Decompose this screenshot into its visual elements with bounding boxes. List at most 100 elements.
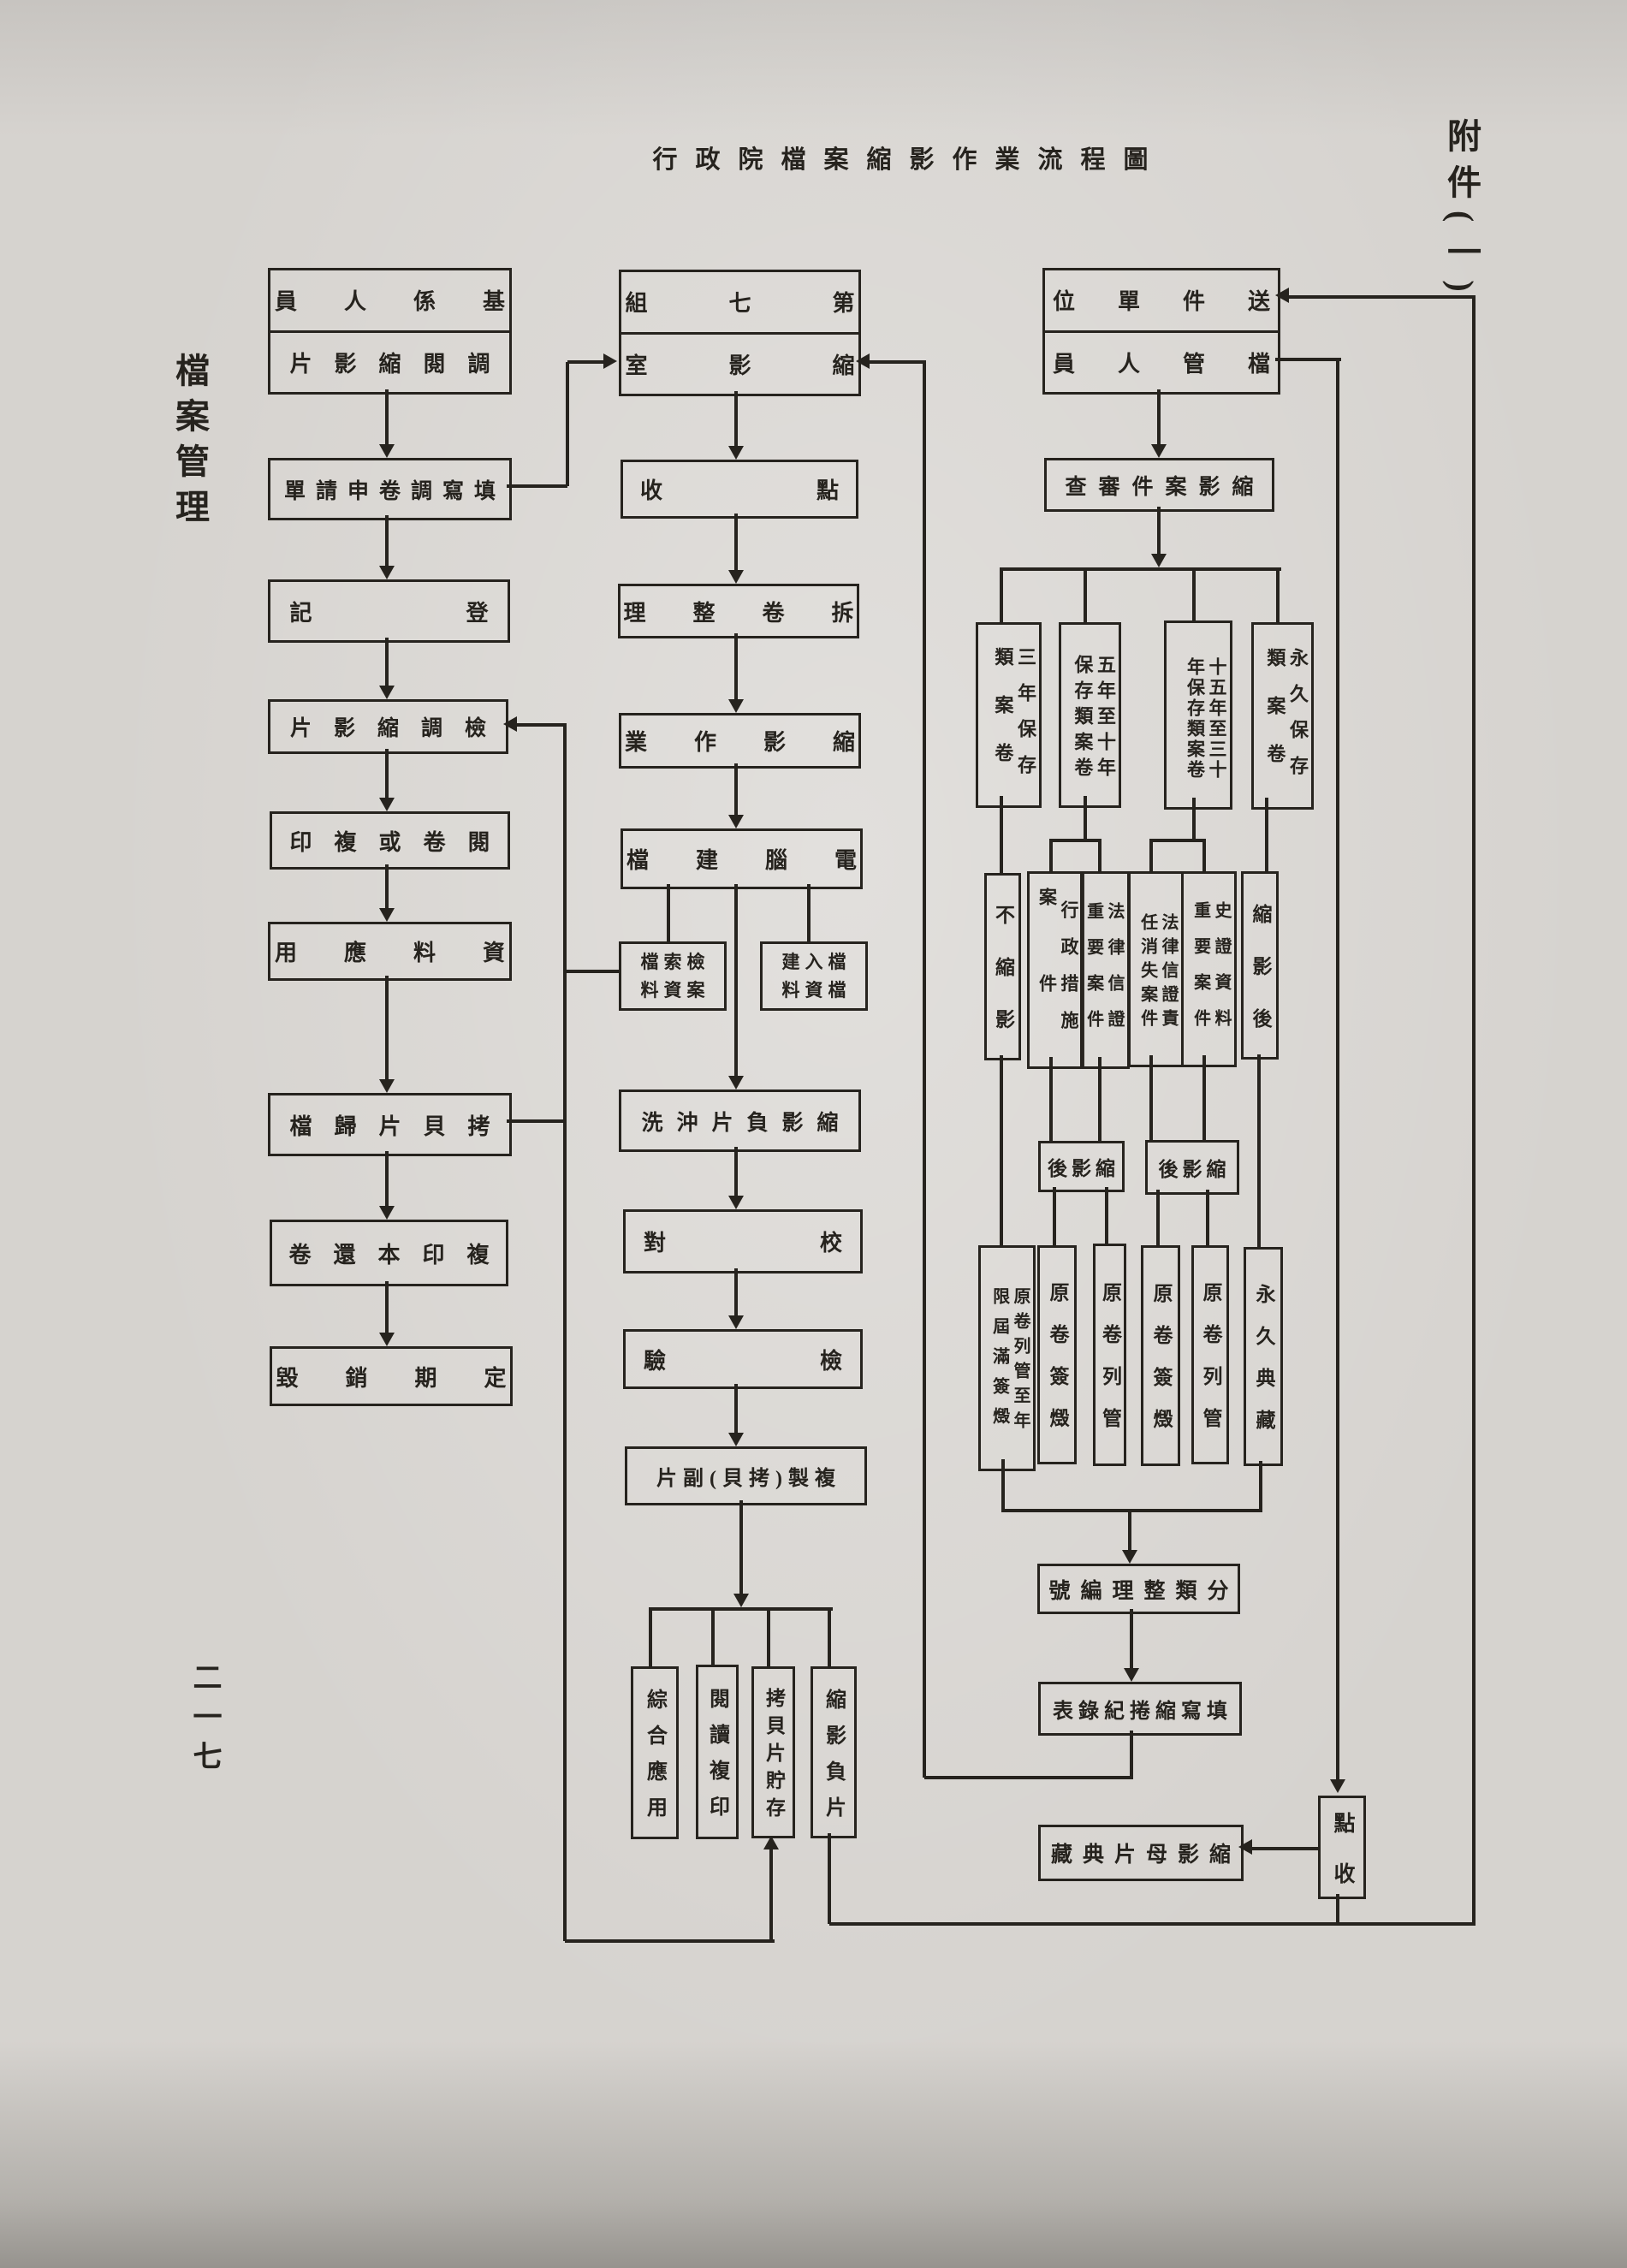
flow-line [1000, 567, 1003, 622]
box-computer-filing: 檔建腦電 [621, 828, 863, 889]
flow-line [924, 1776, 1133, 1779]
box-row: 組七第 [625, 291, 936, 317]
flow-line [767, 1607, 770, 1666]
box-row: 片影縮閱調 [270, 330, 509, 393]
arrow-left-icon [503, 716, 517, 732]
arrow-down-icon [728, 1433, 744, 1446]
flow-line [385, 1281, 389, 1333]
arrow-down-icon [728, 570, 744, 584]
box-after-microfilming-vertical: 縮影後 [1241, 871, 1279, 1060]
box-seventh-section-microfilm-room: 組七第 室影縮 [619, 270, 861, 396]
box-row: 室影縮 [621, 331, 858, 395]
arrow-down-icon [1330, 1779, 1345, 1793]
flow-line [807, 884, 811, 941]
arrow-down-icon [379, 686, 395, 699]
box-copy-return: 卷還本印複 [270, 1220, 508, 1286]
arrow-right-icon [603, 353, 617, 369]
arrow-down-icon [1151, 554, 1167, 567]
flow-line [1098, 839, 1101, 871]
box-sending-unit-archive-staff: 位單件送 員人管檔 [1042, 268, 1280, 395]
flow-line [739, 1500, 743, 1597]
flow-line [829, 1922, 1476, 1926]
flow-line [1206, 1190, 1209, 1245]
arrow-down-icon [728, 815, 744, 828]
flow-line [385, 749, 389, 798]
box-original-kept-2: 原卷列管 [1191, 1245, 1229, 1464]
box-read-or-copy: 印複或卷閱 [270, 811, 510, 870]
box-admin-measure-cases: 行政措施 案件 [1027, 871, 1084, 1069]
box-no-microfilm: 不縮影 [984, 873, 1021, 1061]
flow-line [734, 633, 738, 699]
flow-line [565, 1939, 775, 1943]
flow-line [734, 763, 738, 815]
flow-line [385, 515, 389, 566]
arrow-down-icon [379, 1206, 395, 1220]
arrow-down-icon [379, 566, 395, 579]
arrow-down-icon [379, 908, 395, 922]
box-develop-negative: 洗沖片負影縮 [619, 1089, 861, 1152]
box-original-kept-1: 原卷列管 [1093, 1244, 1126, 1466]
box-input-archive-data: 建入檔 料資檔 [760, 941, 868, 1011]
flow-line [1049, 839, 1053, 871]
flow-line [1000, 567, 1281, 571]
box-retrieve-microfilm: 片影縮調檢 [268, 699, 508, 754]
arrow-down-icon [379, 444, 395, 458]
box-legal-evidence-cases: 法律信證 重要案件 [1080, 871, 1130, 1069]
flow-line [566, 362, 569, 486]
flow-line [649, 1607, 833, 1611]
box-microfilm-case-review: 查審件案影縮 [1044, 458, 1274, 512]
box-data-use: 用應料資 [268, 922, 512, 981]
arrow-left-icon [856, 353, 870, 369]
box-row: 員人管檔 [1045, 330, 1278, 393]
box-permanent-archive: 永久典藏 [1244, 1247, 1283, 1466]
flow-line [1130, 1609, 1133, 1668]
flow-line [1084, 796, 1087, 839]
flow-line [1149, 1055, 1153, 1140]
flow-line [1000, 796, 1003, 873]
flow-line [1336, 358, 1339, 1779]
box-search-archive-data: 檔索檢 料資案 [619, 941, 727, 1011]
flow-line [828, 1833, 831, 1924]
box-row: 員人係基 [274, 289, 552, 315]
flow-line [1049, 1057, 1053, 1141]
flow-line [734, 514, 738, 570]
arrow-down-icon [733, 1594, 749, 1607]
flow-line [1276, 567, 1280, 622]
box-fill-roll-record: 表錄紀捲縮寫填 [1038, 1682, 1242, 1736]
flow-line [1049, 839, 1101, 842]
flow-line [1202, 1055, 1206, 1140]
flow-line [385, 1151, 389, 1206]
flow-line [870, 360, 926, 364]
box-microfilm-negative: 縮影負片 [811, 1666, 857, 1838]
flow-line [734, 1384, 738, 1433]
box-after-microfilming-right: 後影縮 [1145, 1140, 1239, 1195]
flow-line [507, 1119, 565, 1123]
flow-line [1128, 1509, 1131, 1550]
box-fill-application: 單請申卷調寫填 [268, 458, 512, 520]
flow-line [567, 970, 621, 973]
arrow-down-icon [728, 699, 744, 713]
flow-line [517, 723, 565, 727]
flow-line [385, 638, 389, 686]
box-check-receive-film: 點收 [1318, 1796, 1366, 1913]
arrow-left-icon [1275, 288, 1289, 303]
flow-line [1157, 507, 1161, 554]
arrow-down-icon [1151, 444, 1167, 458]
box-original-destroyed-2: 原卷簽燬 [1141, 1245, 1180, 1466]
box-legal-evidence-lapsed-cases: 法律信證責 任消失案件 [1128, 871, 1184, 1067]
arrow-down-icon [379, 1333, 395, 1346]
arrow-down-icon [728, 446, 744, 460]
arrow-down-icon [728, 1076, 744, 1089]
flow-line [923, 362, 926, 1778]
arrow-down-icon [728, 1315, 744, 1329]
flow-line [734, 1147, 738, 1196]
box-comprehensive-use: 綜合應用 [631, 1666, 679, 1839]
box-retention-five-to-ten: 五年至十年 保存類案卷 [1059, 622, 1121, 808]
box-retention-fifteen-to-thirty: 十五年至三十 年保存類案卷 [1164, 620, 1232, 810]
flow-line [385, 864, 389, 908]
flow-line [1105, 1187, 1108, 1245]
arrow-down-icon [1124, 1668, 1139, 1682]
flow-line [1289, 295, 1474, 299]
flow-line [1098, 1057, 1101, 1141]
